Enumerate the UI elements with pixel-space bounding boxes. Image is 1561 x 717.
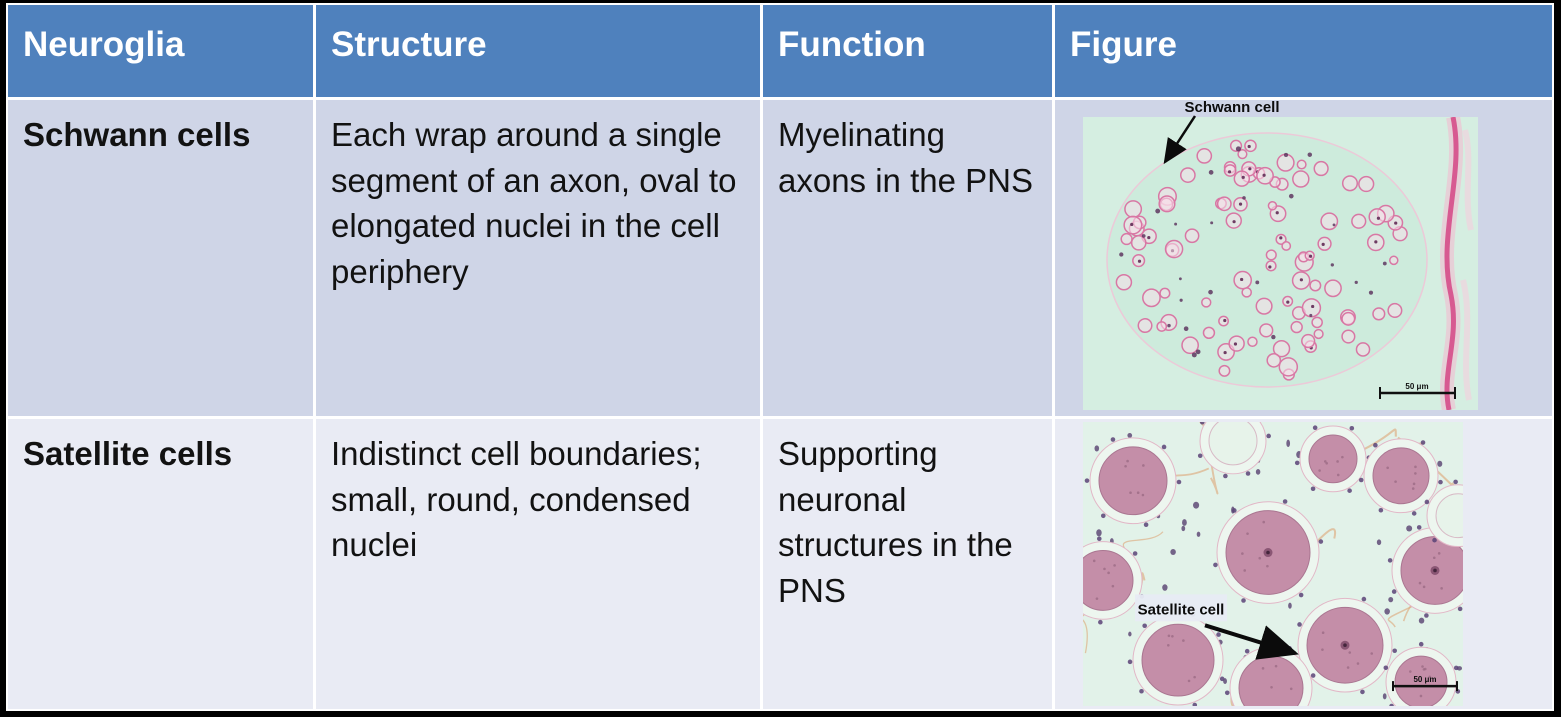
schwann-cell-label: Schwann cell [1184, 100, 1279, 116]
header-structure: Structure [316, 5, 760, 97]
cell-schwann-figure: 50 μm Schwann cell [1055, 100, 1552, 416]
scale-bar-text: 50 μm [1405, 382, 1428, 391]
cell-schwann-function: Myelinating axons in the PNS [763, 100, 1052, 416]
annotation-arrow [1163, 115, 1197, 165]
epineurium-band [1439, 117, 1474, 410]
scale-bar-text: 50 μm [1413, 675, 1436, 684]
header-function: Function [763, 5, 1052, 97]
cell-satellite-name: Satellite cells [8, 419, 313, 709]
satellite-cell-label: Satellite cell [1138, 601, 1225, 618]
scale-bar: 50 μm [1392, 675, 1458, 692]
table-inner-border: Neuroglia Structure Function Figure Schw… [6, 3, 1554, 711]
cell-schwann-name: Schwann cells [8, 100, 313, 416]
annotation-callout: Satellite cell [1135, 594, 1299, 660]
label-box [1135, 594, 1227, 622]
header-figure: Figure [1055, 5, 1552, 97]
cell-satellite-figure: Satellite cell 50 μm [1055, 419, 1552, 709]
cell-satellite-structure: Indistinct cell boundaries; small, round… [316, 419, 760, 709]
myelinated-axon-rings [1115, 139, 1408, 381]
annotation-arrow [1204, 623, 1299, 660]
ganglion-cell-bodies [1083, 421, 1463, 707]
cell-satellite-function: Supporting neuronal structures in the PN… [763, 419, 1052, 709]
schwann-micrograph: 50 μm Schwann cell [1083, 100, 1478, 410]
neuroglia-table: Neuroglia Structure Function Figure Schw… [8, 5, 1552, 709]
header-neuroglia: Neuroglia [8, 5, 313, 97]
ganglion-tissue [1083, 421, 1463, 707]
scale-bar: 50 μm [1379, 382, 1456, 399]
cell-schwann-structure: Each wrap around a single segment of an … [316, 100, 760, 416]
satellite-micrograph: Satellite cell 50 μm [1083, 421, 1463, 707]
nerve-cross-section [1106, 117, 1474, 410]
